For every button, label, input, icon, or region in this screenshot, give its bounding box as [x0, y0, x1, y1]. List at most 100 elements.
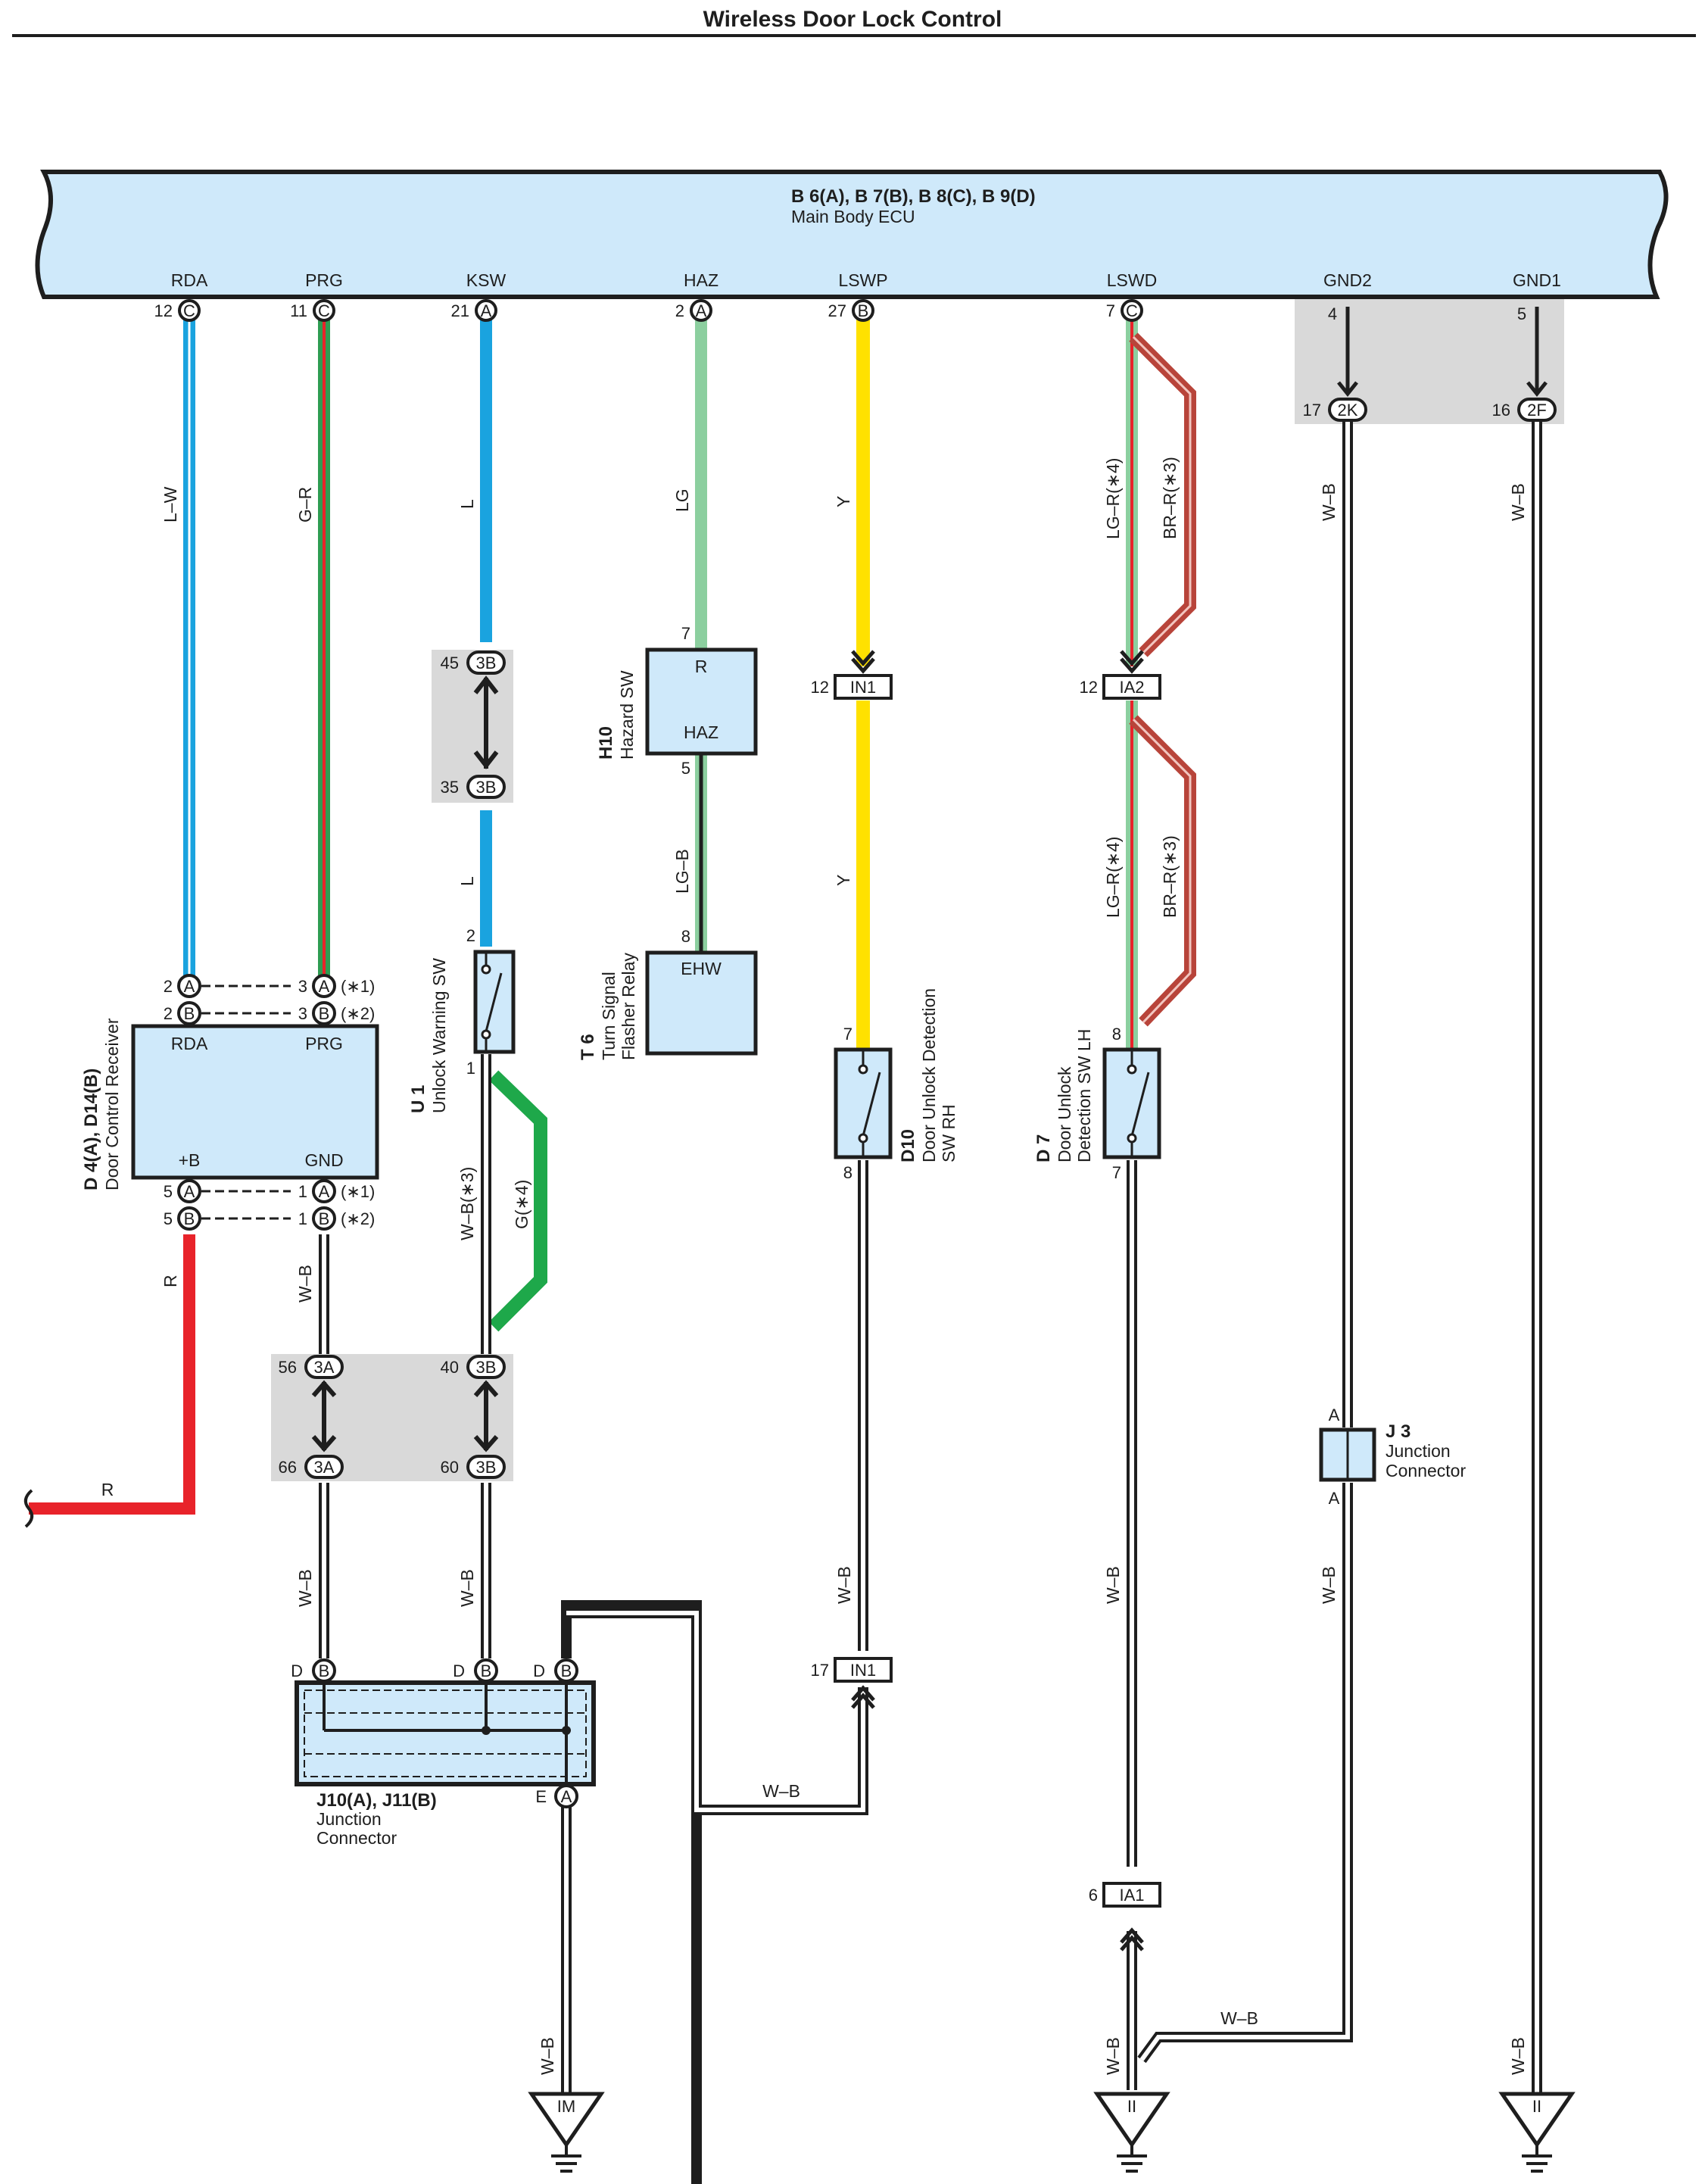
ecu-pin-lswd — [1121, 299, 1143, 322]
wire-label: W–B — [834, 1566, 854, 1604]
pin-letter: D — [291, 1661, 303, 1680]
connector-code: 2F — [1527, 401, 1547, 420]
receiver-pin — [312, 1179, 336, 1203]
pin-letter: A — [1329, 1489, 1340, 1508]
gnd1-arrow-icon — [1526, 307, 1548, 398]
pin-letter: B — [184, 1004, 195, 1023]
unlock-warning-sw-code: U 1 — [408, 1085, 429, 1113]
connector-code: IN1 — [850, 1661, 876, 1680]
connector-3b — [466, 1455, 506, 1479]
wire-label: G–R — [295, 487, 315, 523]
ecu-term-gnd2: GND2 — [1323, 270, 1372, 290]
junction-node — [482, 1726, 491, 1735]
chevron-up-icon — [851, 1685, 1144, 1952]
wire-break-icon — [23, 1489, 34, 1528]
connector-code: IA1 — [1119, 1886, 1144, 1905]
junction-pin — [554, 1658, 578, 1683]
connector-code: 3B — [476, 778, 497, 797]
pin-number: 12 — [154, 301, 173, 320]
pin-letter: A — [696, 301, 707, 320]
relay-ehw: EHW — [681, 959, 722, 978]
d7-name-line2: Detection SW LH — [1074, 1029, 1094, 1162]
wire-label: W–B — [1220, 2008, 1258, 2028]
pin-number: 6 — [1089, 1886, 1098, 1905]
variant-note: (∗2) — [341, 1004, 375, 1023]
relay-name-line1: Turn Signal — [599, 972, 619, 1060]
wire-label: L–W — [161, 486, 180, 523]
connector-code: 3A — [314, 1458, 335, 1477]
wire-label: G(∗4) — [512, 1180, 531, 1229]
junction-dashed-frame — [304, 1689, 587, 1777]
pin-letter: A — [481, 301, 492, 320]
ecu-pin-lswp — [852, 299, 874, 322]
ecu-pin-rda — [178, 299, 201, 322]
pin-number: 4 — [1328, 304, 1337, 323]
receiver-prg: PRG — [305, 1034, 343, 1053]
hazard-sw — [645, 647, 758, 756]
d7-code: D 7 — [1033, 1134, 1054, 1162]
wire-label: W–B — [1319, 1566, 1339, 1604]
wire-label: W–B — [1103, 2037, 1123, 2075]
pin-letter: C — [318, 301, 330, 320]
junction-pin — [554, 1784, 578, 1808]
j10-name-line2: Connector — [316, 1828, 397, 1848]
pin-number: 17 — [1303, 401, 1321, 420]
receiver-b: +B — [179, 1150, 201, 1170]
ground-label: II — [1127, 2097, 1136, 2116]
pin-letter: C — [183, 301, 195, 320]
ecu-term-ksw: KSW — [466, 270, 507, 290]
pin-number: 7 — [681, 624, 690, 643]
pin-letter: B — [319, 1004, 330, 1023]
unlock-warning-sw-name: Unlock Warning SW — [429, 958, 449, 1113]
pin-number: 1 — [298, 1209, 307, 1228]
wire-label: R — [161, 1275, 180, 1287]
ecu-pin-ksw — [475, 299, 497, 322]
ground-label: IM — [557, 2097, 575, 2116]
ecu-term-prg: PRG — [305, 270, 343, 290]
pin-letter: B — [561, 1661, 572, 1680]
connector-ia1 — [1102, 1882, 1161, 1908]
wire-label: W–B — [1508, 2037, 1528, 2075]
wire-label: BR–R(∗3) — [1160, 835, 1180, 918]
pin-number: 11 — [290, 301, 307, 320]
hazard-sw-name: Hazard SW — [617, 670, 637, 760]
double-arrow-icon — [311, 1380, 337, 1452]
wire-label: W–B — [762, 1781, 800, 1801]
wire-label: W–B — [457, 1569, 477, 1607]
pin-number: 7 — [843, 1025, 852, 1044]
receiver-pin — [312, 1001, 336, 1025]
junction-node — [562, 1726, 571, 1735]
ecu-term-rda: RDA — [171, 270, 208, 290]
ecu-term-lswp: LSWP — [838, 270, 887, 290]
pin-number: 7 — [1106, 301, 1115, 320]
door-control-receiver — [131, 1024, 379, 1180]
connector-3b — [466, 1355, 506, 1379]
receiver-code: D 4(A), D14(B) — [81, 1069, 101, 1190]
wire-brr — [1129, 332, 1196, 1027]
diagram-title: Wireless Door Lock Control — [703, 7, 1002, 32]
receiver-pin — [177, 1001, 201, 1025]
pin-number: 2 — [675, 301, 684, 320]
pin-number: 5 — [164, 1209, 173, 1228]
pin-number: 5 — [164, 1182, 173, 1201]
pin-number: 45 — [441, 654, 459, 672]
receiver-pin — [312, 1206, 336, 1231]
ground-icon — [1093, 2092, 1170, 2173]
connector-ia2 — [1102, 674, 1161, 700]
junction-pin — [312, 1658, 336, 1683]
receiver-pin — [312, 974, 336, 998]
pin-number: 1 — [466, 1059, 475, 1078]
pin-letter: A — [184, 977, 195, 996]
pin-letter: B — [184, 1209, 195, 1228]
receiver-rda: RDA — [171, 1034, 208, 1053]
ground-label: II — [1532, 2097, 1541, 2116]
pin-number: 66 — [279, 1458, 297, 1477]
pin-letter: D — [533, 1661, 545, 1680]
chevron-down-icon — [851, 650, 1144, 674]
wire-label: L — [457, 499, 477, 509]
ecu-term-haz: HAZ — [684, 270, 718, 290]
pin-letter: A — [184, 1182, 195, 1201]
pin-number: 5 — [681, 759, 690, 778]
switch-icon — [481, 952, 503, 1052]
